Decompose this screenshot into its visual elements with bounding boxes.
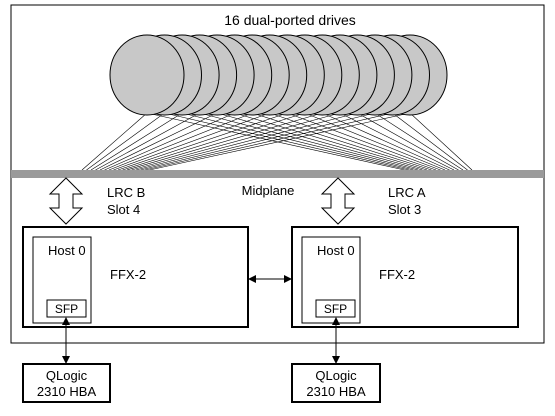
drive-7-wire-b [108,112,253,171]
sfp-module [46,299,87,318]
drive-2-wire-a [164,112,410,171]
hba-line2: 2310 HBA [37,384,97,399]
lrc-b-connector-arrow [48,177,84,225]
drive-12-wire-b [131,112,340,171]
drive-14-wire-a [374,112,464,171]
controller-board-lrc-a: Host 0 SFP FFX-2 [291,226,519,328]
sfp-label: SFP [55,302,78,316]
drive-6-wire-a [234,112,428,171]
hba-card-lrc-a: QLogic 2310 HBA [291,363,381,403]
drive-stack [109,34,448,116]
drive-4-wire-b [95,112,200,171]
sfp-module [315,299,356,318]
midplane-label: Midplane [242,183,295,198]
drive-wires [81,112,473,171]
drive-9-wire-a [287,112,441,171]
drive-6-wire-b [104,112,235,171]
lrc-b-name: LRC B [107,185,145,200]
board-label: FFX-2 [110,267,146,282]
drive-10-wire-a [304,112,446,171]
drive-8-wire-a [269,112,437,171]
drive-8-wire-b [113,112,270,171]
drive-16-wire-b [149,112,411,171]
hba-line1: QLogic [315,368,357,383]
lrc-a-connector-arrow [320,177,356,225]
hba-card-lrc-b: QLogic 2310 HBA [22,363,111,403]
drive-13-wire-b [135,112,358,171]
drive-3-wire-b [90,112,183,171]
drive-1-wire-a [146,112,405,171]
sfp-hba-link-lrc-a [332,317,340,364]
drive-16-wire-a [409,112,473,171]
drive-5-wire-a [217,112,423,171]
drive-15-wire-a [392,112,468,171]
drive-10-wire-b [122,112,305,171]
drive-11-wire-b [126,112,323,171]
drive-9-wire-b [117,112,288,171]
lrc-b-slot: Slot 4 [107,202,140,217]
hba-line2: 2310 HBA [306,384,366,399]
drive-1-wire-b [81,112,148,171]
drive-2-wire-b [86,112,165,171]
sfp-label: SFP [324,302,347,316]
drive-11-wire-a [322,112,450,171]
drive-7-wire-a [252,112,432,171]
drive-5-wire-b [99,112,218,171]
hba-line1: QLogic [46,368,88,383]
sfp-hba-link-lrc-b [62,317,70,364]
drive-12-wire-a [339,112,455,171]
midplane-bar [11,170,544,178]
board-link-arrow [248,275,292,283]
host-port-label: Host 0 [48,243,86,258]
host-port-label: Host 0 [317,243,355,258]
drives-label: 16 dual-ported drives [224,12,356,28]
drive-4-wire-a [199,112,419,171]
board-label: FFX-2 [379,267,415,282]
lrc-a-name: LRC A [388,185,426,200]
controller-board-lrc-b: Host 0 SFP FFX-2 [22,226,249,328]
drive-15-wire-b [144,112,393,171]
drive-13-wire-a [357,112,459,171]
lrc-a-slot: Slot 3 [388,202,421,217]
drive-14-wire-b [140,112,375,171]
drive-3-wire-a [182,112,414,171]
drive-1 [109,34,185,116]
